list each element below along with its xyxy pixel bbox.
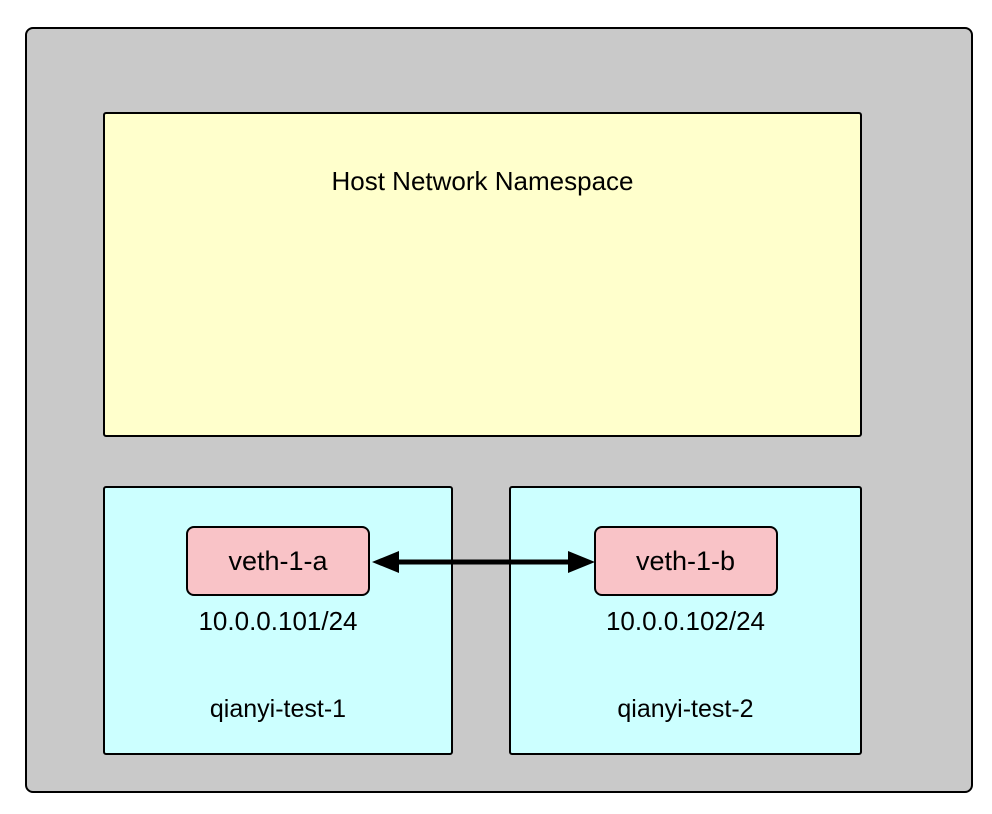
veth-1-b-box: veth-1-b — [593, 526, 778, 596]
namespace-box-qianyi-test-2: veth-1-b 10.0.0.102/24 qianyi-test-2 — [509, 486, 862, 755]
ip-address-label-2: 10.0.0.102/24 — [605, 606, 766, 636]
veth-pair-arrow — [372, 551, 595, 573]
namespace-name-label-1: qianyi-test-1 — [209, 695, 347, 723]
veth-1-a-box: veth-1-a — [186, 526, 370, 596]
namespace-name-label-2: qianyi-test-2 — [617, 695, 754, 723]
host-namespace-label: Host Network Namespace — [331, 166, 634, 196]
namespace-box-qianyi-test-1: veth-1-a 10.0.0.101/24 qianyi-test-1 — [103, 486, 453, 755]
ip-address-label-1: 10.0.0.101/24 — [198, 606, 358, 636]
veth-1-a-label: veth-1-a — [228, 545, 328, 576]
host-network-namespace-box: Host Network Namespace — [103, 112, 862, 437]
outer-container-box: Host Network Namespace veth-1-a 10.0.0.1… — [25, 27, 973, 793]
veth-1-b-label: veth-1-b — [635, 545, 736, 576]
